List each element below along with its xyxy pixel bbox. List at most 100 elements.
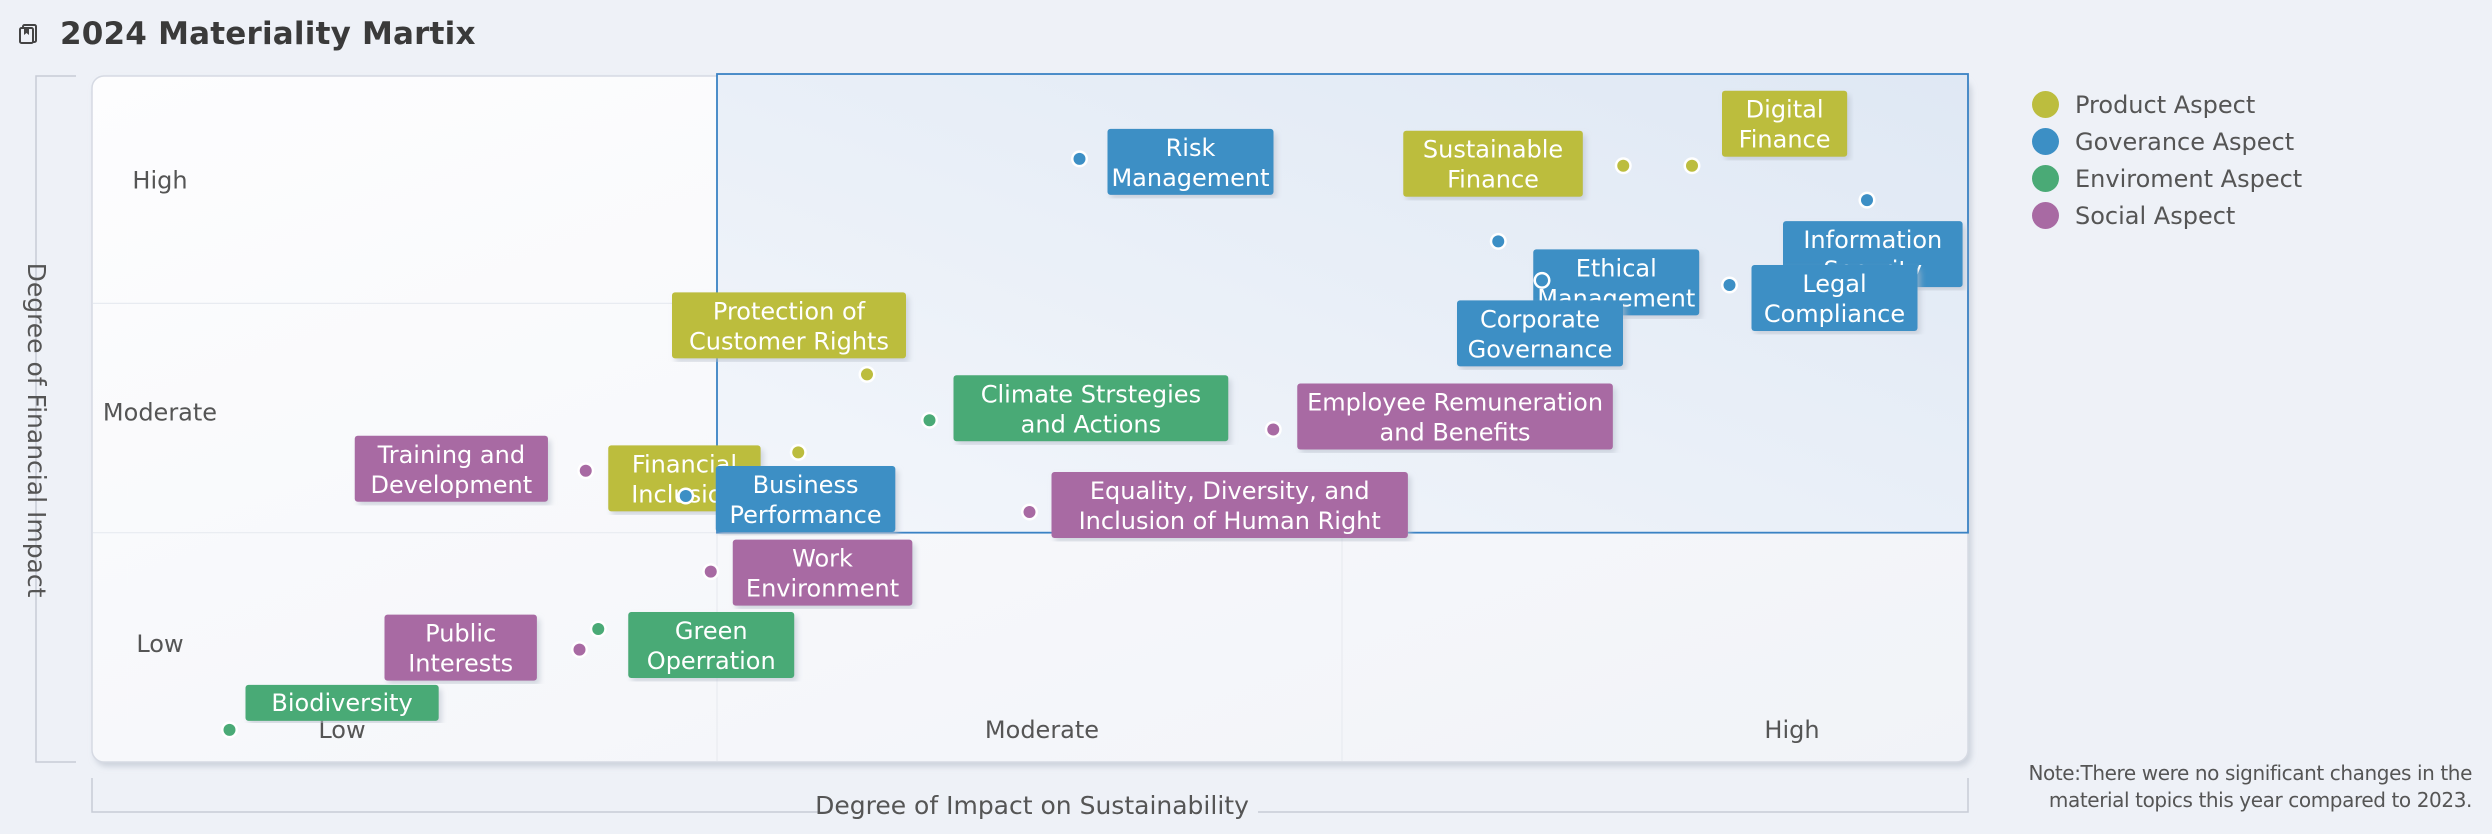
topic-marker (1023, 506, 1036, 519)
legend-label: Enviroment Aspect (2075, 164, 2303, 193)
y-tick-label: High (132, 167, 187, 195)
topic-label-line: Performance (730, 501, 882, 529)
topic-label-line: Inclusion of Human Right (1079, 507, 1381, 535)
topic-label-line: Sustainable (1423, 136, 1563, 164)
topic-label-box (1533, 249, 1700, 316)
topic-label-line: Development (371, 471, 533, 499)
topic-label-line: Training and (377, 441, 525, 469)
topic-label-line: Governance (1468, 335, 1613, 363)
topic-label-box (1751, 264, 1918, 331)
topic-label-box (1051, 472, 1408, 539)
legend-item-environment: Enviroment Aspect (2032, 160, 2302, 197)
topic-marker (579, 464, 592, 477)
topic-label-box (354, 435, 548, 502)
legend-label: Goverance Aspect (2075, 127, 2295, 156)
topic-label-box (1107, 128, 1274, 195)
topic-label-box (1457, 300, 1623, 367)
chart-header: 2024 Materiality Martix (18, 14, 476, 54)
topic-label-line: Work (792, 545, 853, 573)
topic-label-line: and Benefits (1380, 418, 1531, 446)
topic-label-line: Management (1111, 164, 1269, 192)
topic-label-box (732, 539, 913, 606)
topic-marker (792, 446, 805, 459)
topic-label-box (1722, 90, 1848, 157)
topic-marker (1536, 274, 1548, 287)
topic-marker (573, 643, 586, 656)
y-tick-label: Moderate (103, 398, 217, 426)
footnote: Note:There were no significant changes i… (2028, 760, 2472, 814)
topic-label-line: Climate Strstegies (981, 380, 1201, 408)
legend-label: Product Aspect (2075, 90, 2256, 119)
topic-marker (223, 723, 236, 736)
topic-label-line: Digital (1746, 96, 1824, 124)
topic-label-box (672, 292, 906, 359)
x-tick-label: Moderate (985, 716, 1099, 744)
x-axis-title: Degree of Impact on Sustainability (815, 791, 1249, 820)
topic-marker (592, 622, 605, 635)
topic-marker (1492, 235, 1505, 248)
footnote-line-2: material topics this year compared to 20… (2048, 788, 2472, 812)
topic-label-box (384, 614, 537, 681)
topic-label-line: Information (1803, 226, 1942, 254)
legend-label: Social Aspect (2075, 201, 2236, 230)
topic-marker (704, 565, 717, 578)
topic-label-line: Customer Rights (689, 327, 889, 355)
topic-label-line: Finance (1447, 166, 1539, 194)
topic-label-line: Green (675, 617, 748, 645)
topic-label-line: Finance (1739, 126, 1831, 154)
topic-label-box (1403, 130, 1583, 197)
legend-swatch (2032, 91, 2059, 118)
topic-label-line: Public (425, 620, 496, 648)
topic-label-line: Business (753, 471, 859, 499)
topic-label-line: Operration (647, 647, 776, 675)
y-tick-label: Low (136, 630, 183, 658)
y-axis-bracket (35, 75, 76, 763)
topic-biodiversity: Biodiversity (221, 684, 439, 739)
bookmark-icon (19, 24, 37, 44)
legend-swatch (2032, 165, 2059, 192)
topic-label-line: Corporate (1480, 305, 1600, 333)
page-title: 2024 Materiality Martix (60, 16, 476, 52)
topic-label-line: Biodiversity (271, 689, 412, 717)
topic-label-box (628, 611, 795, 678)
topic-marker (1267, 423, 1280, 436)
legend-swatch (2032, 128, 2059, 155)
topic-marker (923, 414, 936, 427)
topic-marker (1617, 159, 1630, 172)
topic-label-line: Interests (408, 650, 513, 678)
topic-label-box (953, 375, 1229, 442)
topic-marker (861, 368, 873, 381)
topic-label-line: Compliance (1764, 300, 1905, 328)
topic-label-line: Risk (1166, 134, 1216, 162)
topic-label-line: Employee Remuneration (1307, 388, 1603, 416)
topic-label-line: Ethical (1576, 254, 1657, 282)
topic-marker (1861, 194, 1873, 207)
topic-label-line: Environment (746, 575, 899, 603)
legend-item-social: Social Aspect (2032, 197, 2302, 234)
topic-label-box (1297, 383, 1613, 450)
topic-marker (1686, 159, 1698, 172)
topic-marker (1073, 152, 1086, 165)
topic-label-line: Equality, Diversity, and (1090, 477, 1370, 505)
topic-label-line: and Actions (1021, 410, 1161, 438)
x-tick-label: High (1764, 716, 1819, 744)
footnote-line-1: Note:There were no significant changes i… (2028, 761, 2472, 785)
legend-swatch (2032, 202, 2059, 229)
legend-item-product: Product Aspect (2032, 86, 2302, 123)
